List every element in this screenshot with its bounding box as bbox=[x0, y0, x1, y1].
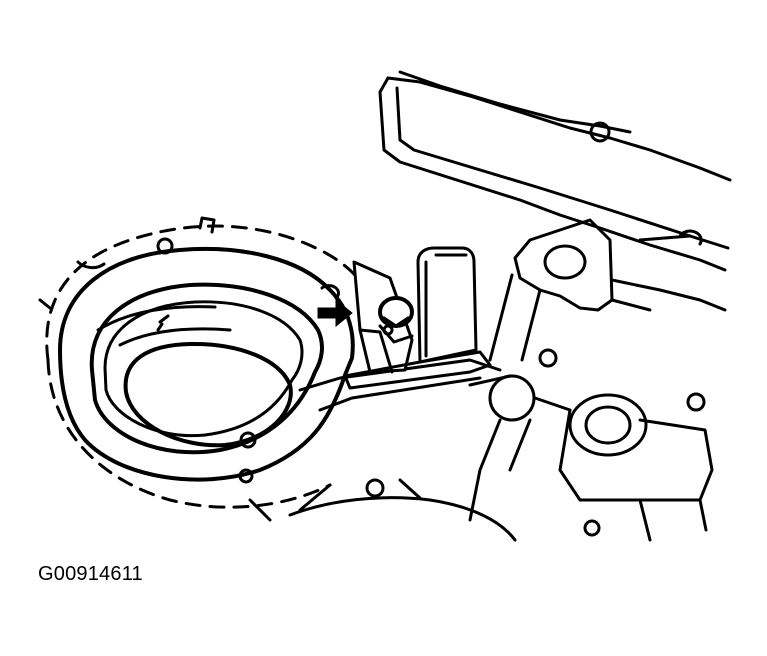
housing-top-edge bbox=[386, 76, 732, 182]
housing-central-boss bbox=[488, 374, 536, 422]
upright-tab bbox=[416, 246, 478, 364]
housing-right-boss bbox=[543, 244, 587, 280]
housing-small-hole-right bbox=[686, 392, 706, 412]
lock-plate-fold bbox=[358, 328, 394, 374]
housing-right-upright bbox=[610, 278, 727, 312]
housing-central-web bbox=[468, 374, 572, 522]
bore-step-line bbox=[96, 305, 232, 347]
figure-id-label: G00914611 bbox=[38, 563, 143, 585]
bracket-base bbox=[343, 350, 492, 390]
housing-mid-rib bbox=[488, 273, 542, 362]
bore-lug-top-1 bbox=[198, 216, 216, 234]
housing-right-rib bbox=[513, 218, 614, 312]
upright-tab-inner bbox=[424, 253, 468, 358]
housing-lower-right-edge bbox=[638, 498, 708, 542]
bore-outer-dashed-edge bbox=[45, 224, 375, 362]
bolt-hex-flat bbox=[382, 316, 410, 328]
housing-lower-arc bbox=[288, 496, 517, 542]
housing-lower-right-boss-outer bbox=[568, 393, 648, 457]
bore-lug-top-2 bbox=[156, 237, 174, 255]
bore-lug-lower bbox=[239, 431, 257, 449]
bolt-washer-hole bbox=[382, 324, 394, 336]
housing-lower-right-bracket bbox=[558, 408, 714, 502]
bore-ring-outer bbox=[89, 282, 324, 455]
housing-small-hole-mid bbox=[538, 348, 558, 368]
bore-lug-left-2 bbox=[38, 298, 52, 310]
arrow-right-icon bbox=[317, 298, 353, 328]
housing-lower-right-boss-inner bbox=[584, 405, 632, 445]
housing-right-lip bbox=[638, 229, 703, 246]
bore-lug-bottom bbox=[365, 478, 385, 498]
bore-ring-mid bbox=[103, 300, 304, 438]
housing-top-inner-edge bbox=[398, 70, 632, 134]
housing-small-hole-lower bbox=[583, 519, 601, 537]
bore-ring-inner bbox=[123, 341, 293, 448]
bore-lug-left bbox=[76, 260, 106, 270]
bore-outer-dashed-edge-lower bbox=[46, 358, 332, 509]
housing-bolt-hole-top bbox=[589, 121, 611, 143]
bore-lug-bottom-left bbox=[238, 468, 254, 484]
housing-upper-flange bbox=[378, 76, 727, 272]
housing-lower-web bbox=[248, 478, 422, 522]
bore-lug-right bbox=[320, 284, 340, 300]
bolt-head bbox=[378, 296, 414, 328]
housing-upper-flange-inner bbox=[395, 86, 730, 250]
bore-mark bbox=[156, 314, 170, 332]
